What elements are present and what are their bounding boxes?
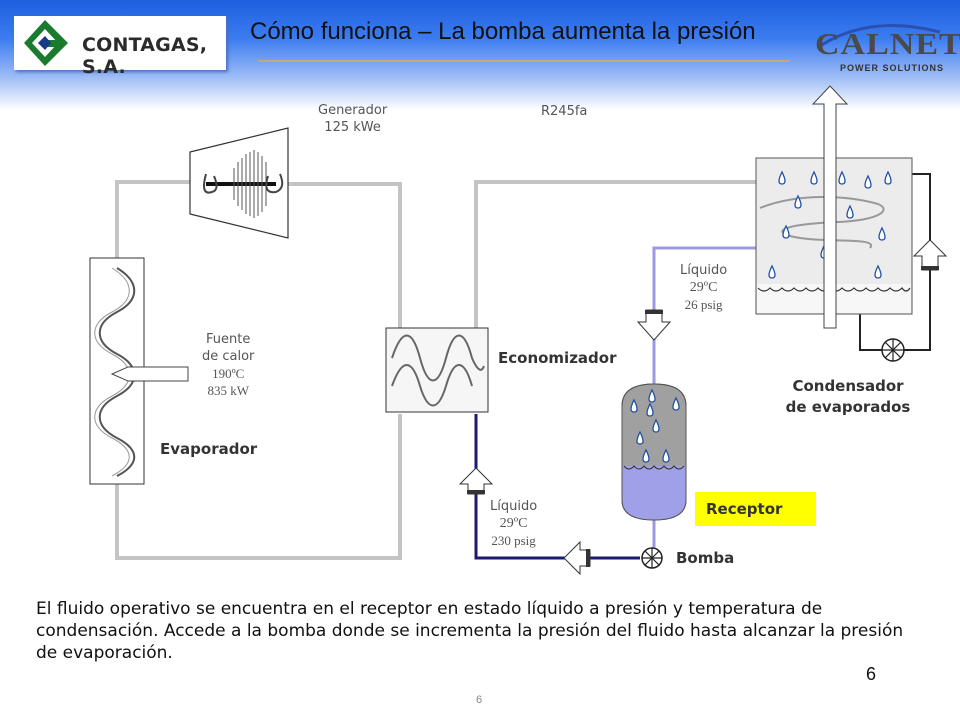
- flow-arrow-up-high-pressure: [458, 467, 494, 495]
- title-underline: [258, 60, 790, 62]
- condenser-label: Condensador de evaporados: [778, 376, 918, 418]
- condenser-label-line1: Condensador: [792, 377, 904, 395]
- liquid-bottom-temperature: 29ºC: [499, 516, 528, 531]
- description-text: El fluido operativo se encuentra en el r…: [36, 599, 904, 663]
- flow-arrow-up-recirculation: [912, 239, 948, 271]
- liquid-condensate-label: Líquido 29ºC 26 psig: [680, 262, 727, 313]
- calnetix-swoosh-icon: [819, 24, 941, 48]
- flow-arrow-left-pump-outlet: [563, 540, 591, 576]
- liquid-top-temperature: 29ºC: [689, 280, 718, 295]
- heat-source-line2: de calor: [202, 349, 255, 364]
- evaporative-condenser: [755, 85, 913, 329]
- liquid-top-pressure: 26 psig: [684, 297, 723, 312]
- page-title: Cómo funciona – La bomba aumenta la pres…: [250, 18, 756, 45]
- economizer-label: Economizador: [498, 349, 617, 367]
- contagas-logo-text: CONTAGAS, S.A.: [82, 34, 208, 78]
- page-number: 6: [866, 664, 877, 684]
- condenser-pump: [881, 338, 905, 362]
- condenser-label-line2: de evaporados: [785, 398, 911, 416]
- refrigerant-label: R245fa: [541, 104, 588, 119]
- heat-source-arrow: [110, 366, 189, 382]
- vapor-piping: [115, 180, 756, 560]
- liquid-bottom-line1: Líquido: [490, 499, 538, 514]
- liquid-top-line1: Líquido: [680, 263, 728, 278]
- receiver-label: Receptor: [706, 500, 783, 518]
- heat-source-temperature: 190ºC: [212, 366, 245, 381]
- liquid-high-pressure-label: Líquido 29ºC 230 psig: [490, 498, 537, 549]
- pump-label: Bomba: [676, 549, 735, 567]
- evaporator-label: Evaporador: [160, 440, 258, 458]
- heat-source-label: Fuente de calor 190ºC 835 kW: [202, 331, 254, 399]
- economizer: [385, 327, 489, 413]
- condensate-line: [652, 246, 756, 548]
- generator-label-line2: 125 kWe: [324, 120, 381, 135]
- contagas-logo-icon: [24, 20, 68, 66]
- generator-label-line1: Generador: [318, 103, 388, 118]
- calnetix-logo-subtitle: POWER SOLUTIONS: [840, 63, 945, 73]
- receiver-tank: [621, 383, 687, 521]
- heat-source-power: 835 kW: [207, 383, 249, 398]
- turbine-generator: [189, 127, 289, 239]
- receiver-label-highlight: [695, 492, 816, 526]
- main-pump: [641, 547, 663, 569]
- page-number-footer: 6: [476, 694, 483, 706]
- heat-source-line1: Fuente: [206, 332, 251, 347]
- flow-arrow-down-condensate: [636, 309, 672, 341]
- liquid-bottom-pressure: 230 psig: [491, 533, 536, 548]
- generator-label: Generador 125 kWe: [318, 102, 387, 136]
- calnetix-logo-text: CALNETIX: [815, 27, 960, 62]
- contagas-logo: CONTAGAS, S.A.: [14, 16, 226, 78]
